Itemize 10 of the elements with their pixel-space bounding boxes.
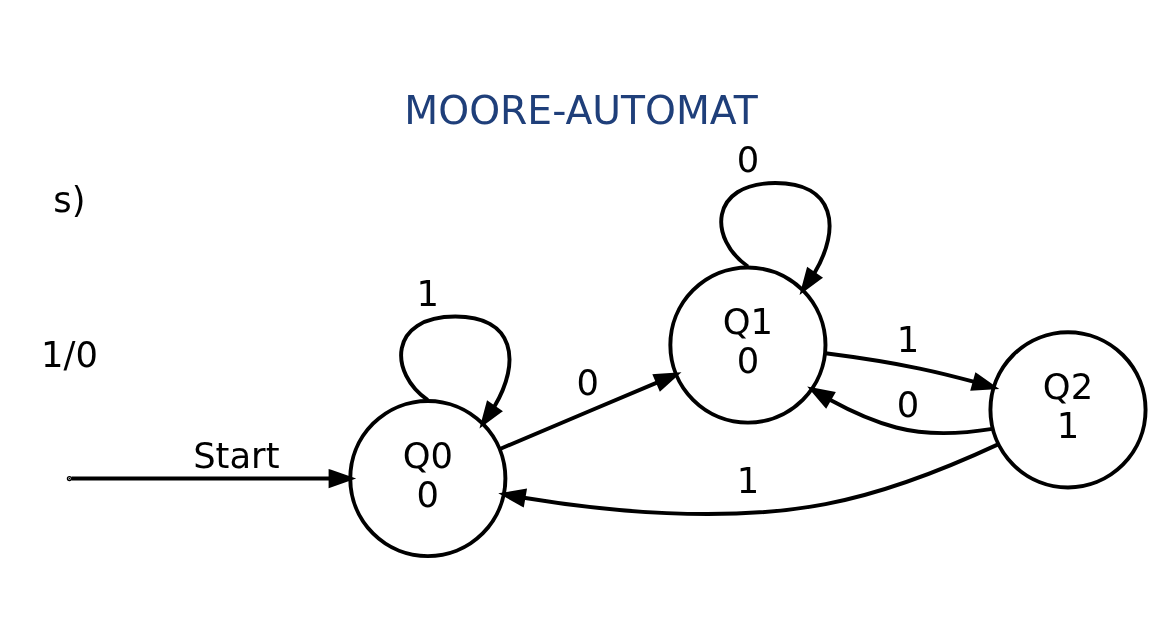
edge-label: 0	[896, 383, 920, 425]
edge-label: 0	[576, 361, 600, 403]
edge-label: 0	[736, 139, 760, 181]
diagram-title: MOORE-AUTOMAT	[404, 88, 758, 134]
edge-label: 1	[896, 318, 920, 360]
label: s)	[53, 179, 86, 221]
label: 1/0	[41, 334, 98, 376]
edge-label: 1	[416, 272, 440, 314]
edge-label: Start	[193, 434, 280, 476]
edge-label: 1	[736, 460, 760, 502]
